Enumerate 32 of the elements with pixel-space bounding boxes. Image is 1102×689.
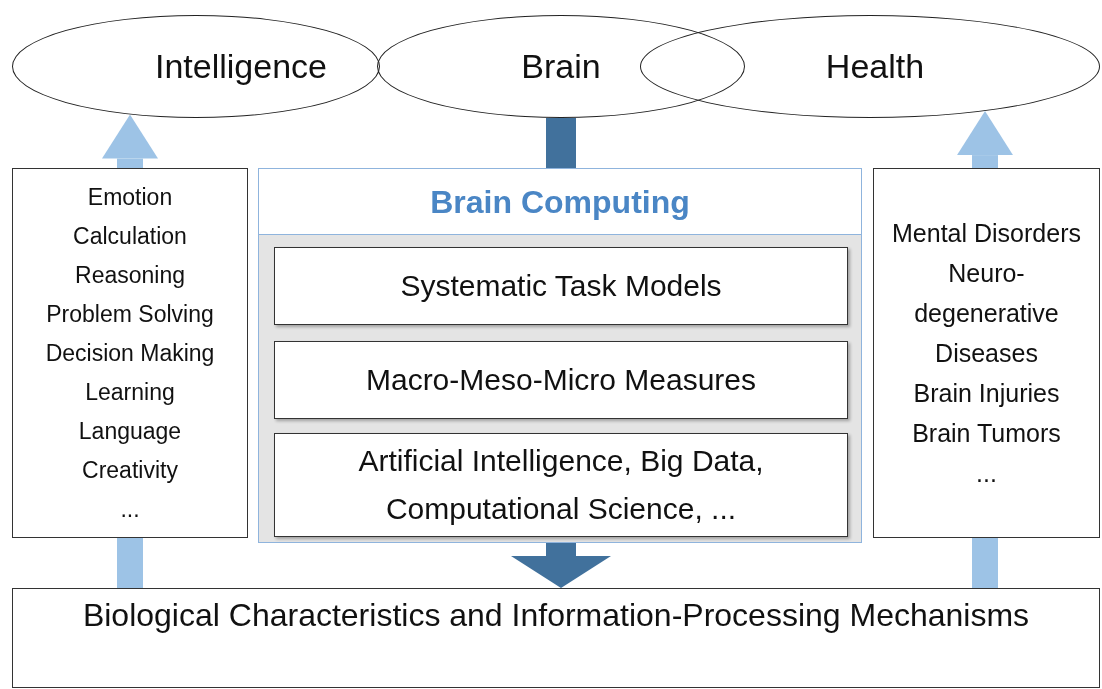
panel — [258, 168, 862, 543]
ellipse-label: Intelligence — [155, 46, 327, 87]
arrow — [511, 543, 611, 588]
arrow — [102, 114, 158, 168]
process-box — [274, 433, 848, 537]
list-item: Reasoning — [75, 260, 185, 290]
box-label: Macro-Meso-Micro Measures — [365, 362, 757, 398]
list-item: Problem Solving — [46, 299, 214, 329]
process-box — [274, 341, 848, 419]
list-item: Decision Making — [45, 338, 215, 368]
list-item: ... — [120, 494, 140, 524]
box-label: Systematic Task Models — [400, 268, 722, 304]
list-item: Learning — [85, 377, 175, 407]
ellipse-label: Health — [825, 46, 925, 87]
list-item: Brain Injuries — [912, 378, 1061, 409]
list-item: Calculation — [73, 221, 187, 251]
list-item: ... — [975, 458, 998, 489]
list-item: Neuro-degenerative Diseases — [913, 258, 1060, 369]
ellipse-label: Brain — [521, 46, 601, 87]
list-box — [873, 168, 1100, 538]
box-label: Biological Characteristics and Information-Processing Mechanisms — [81, 596, 1031, 635]
panel-title: Brain Computing — [259, 169, 861, 235]
list-item: Brain Tumors — [911, 418, 1062, 449]
foundation-box — [12, 588, 1100, 688]
arrow — [957, 111, 1013, 168]
list-item: Language — [78, 416, 182, 446]
box-label: Artificial Intelligence, Big Data, Computational Science, ... — [357, 443, 765, 527]
list-item: Creativity — [82, 455, 178, 485]
list-box — [12, 168, 248, 538]
list-item: Emotion — [87, 182, 173, 212]
process-box — [274, 247, 848, 325]
list-item: Mental Disorders — [891, 218, 1082, 249]
